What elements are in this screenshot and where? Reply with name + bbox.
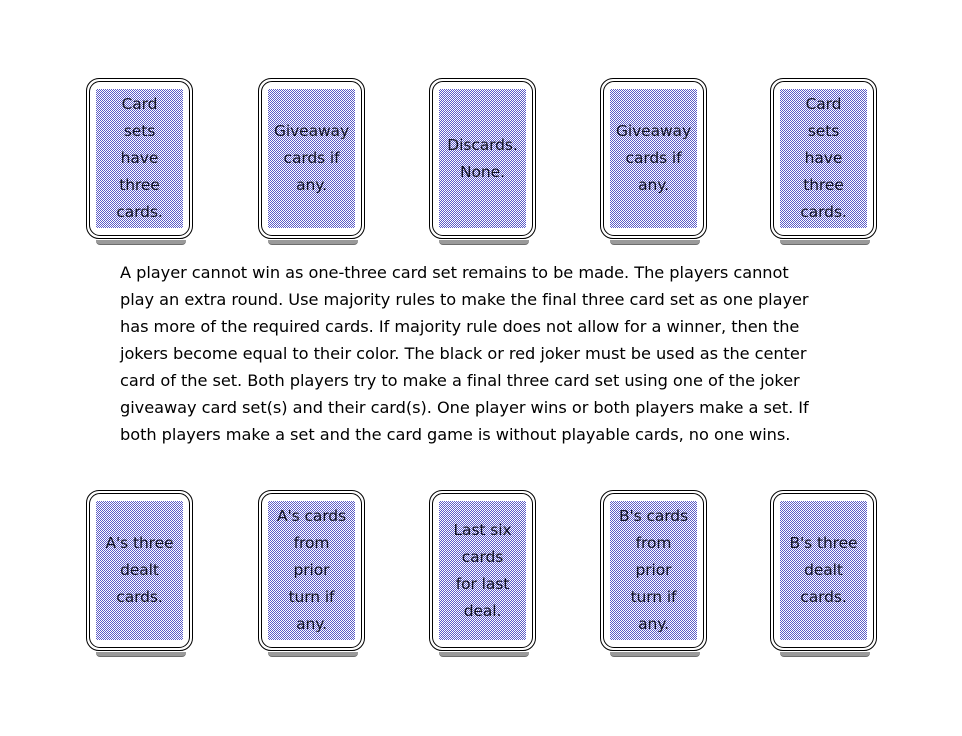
- card-label: Giveaway cards if any.: [615, 122, 692, 194]
- playing-card[interactable]: Giveaway cards if any.: [600, 78, 707, 245]
- card-drop-shadow: [439, 240, 529, 245]
- card-label: B's three dealt cards.: [789, 534, 858, 606]
- card-pattern-fill: [439, 89, 526, 228]
- card-pattern-fill: [610, 501, 697, 640]
- card-drop-shadow: [610, 652, 700, 657]
- card-drop-shadow: [780, 240, 870, 245]
- card-pattern-fill: [96, 501, 183, 640]
- card-pattern-fill: [439, 501, 526, 640]
- card-label: B's cards from prior turn if any.: [618, 507, 689, 633]
- card-drop-shadow: [439, 652, 529, 657]
- playing-card[interactable]: B's cards from prior turn if any.: [600, 490, 707, 657]
- card-label: A's cards from prior turn if any.: [276, 507, 346, 633]
- card-pattern-fill: [780, 501, 867, 640]
- card-drop-shadow: [96, 240, 186, 245]
- card-drop-shadow: [96, 652, 186, 657]
- card-pattern-fill: [780, 89, 867, 228]
- card-pattern-fill: [96, 89, 183, 228]
- playing-card[interactable]: Discards. None.: [429, 78, 536, 245]
- card-drop-shadow: [268, 240, 358, 245]
- card-drop-shadow: [268, 652, 358, 657]
- card-drop-shadow: [780, 652, 870, 657]
- card-drop-shadow: [610, 240, 700, 245]
- card-label: Discards. None.: [447, 135, 518, 181]
- card-label: Card sets have three cards.: [800, 95, 847, 221]
- playing-card[interactable]: Card sets have three cards.: [770, 78, 877, 245]
- card-pattern-fill: [610, 89, 697, 228]
- card-label: A's three dealt cards.: [105, 534, 174, 606]
- rules-paragraph: A player cannot win as one-three card se…: [120, 263, 809, 444]
- card-pattern-fill: [268, 501, 355, 640]
- playing-card[interactable]: Giveaway cards if any.: [258, 78, 365, 245]
- playing-card[interactable]: B's three dealt cards.: [770, 490, 877, 657]
- card-label: Last six cards for last deal.: [453, 520, 512, 620]
- playing-card[interactable]: A's three dealt cards.: [86, 490, 193, 657]
- card-pattern-fill: [268, 89, 355, 228]
- playing-card[interactable]: A's cards from prior turn if any.: [258, 490, 365, 657]
- card-label: Card sets have three cards.: [116, 95, 163, 221]
- card-label: Giveaway cards if any.: [273, 122, 350, 194]
- playing-card[interactable]: Card sets have three cards.: [86, 78, 193, 245]
- playing-card[interactable]: Last six cards for last deal.: [429, 490, 536, 657]
